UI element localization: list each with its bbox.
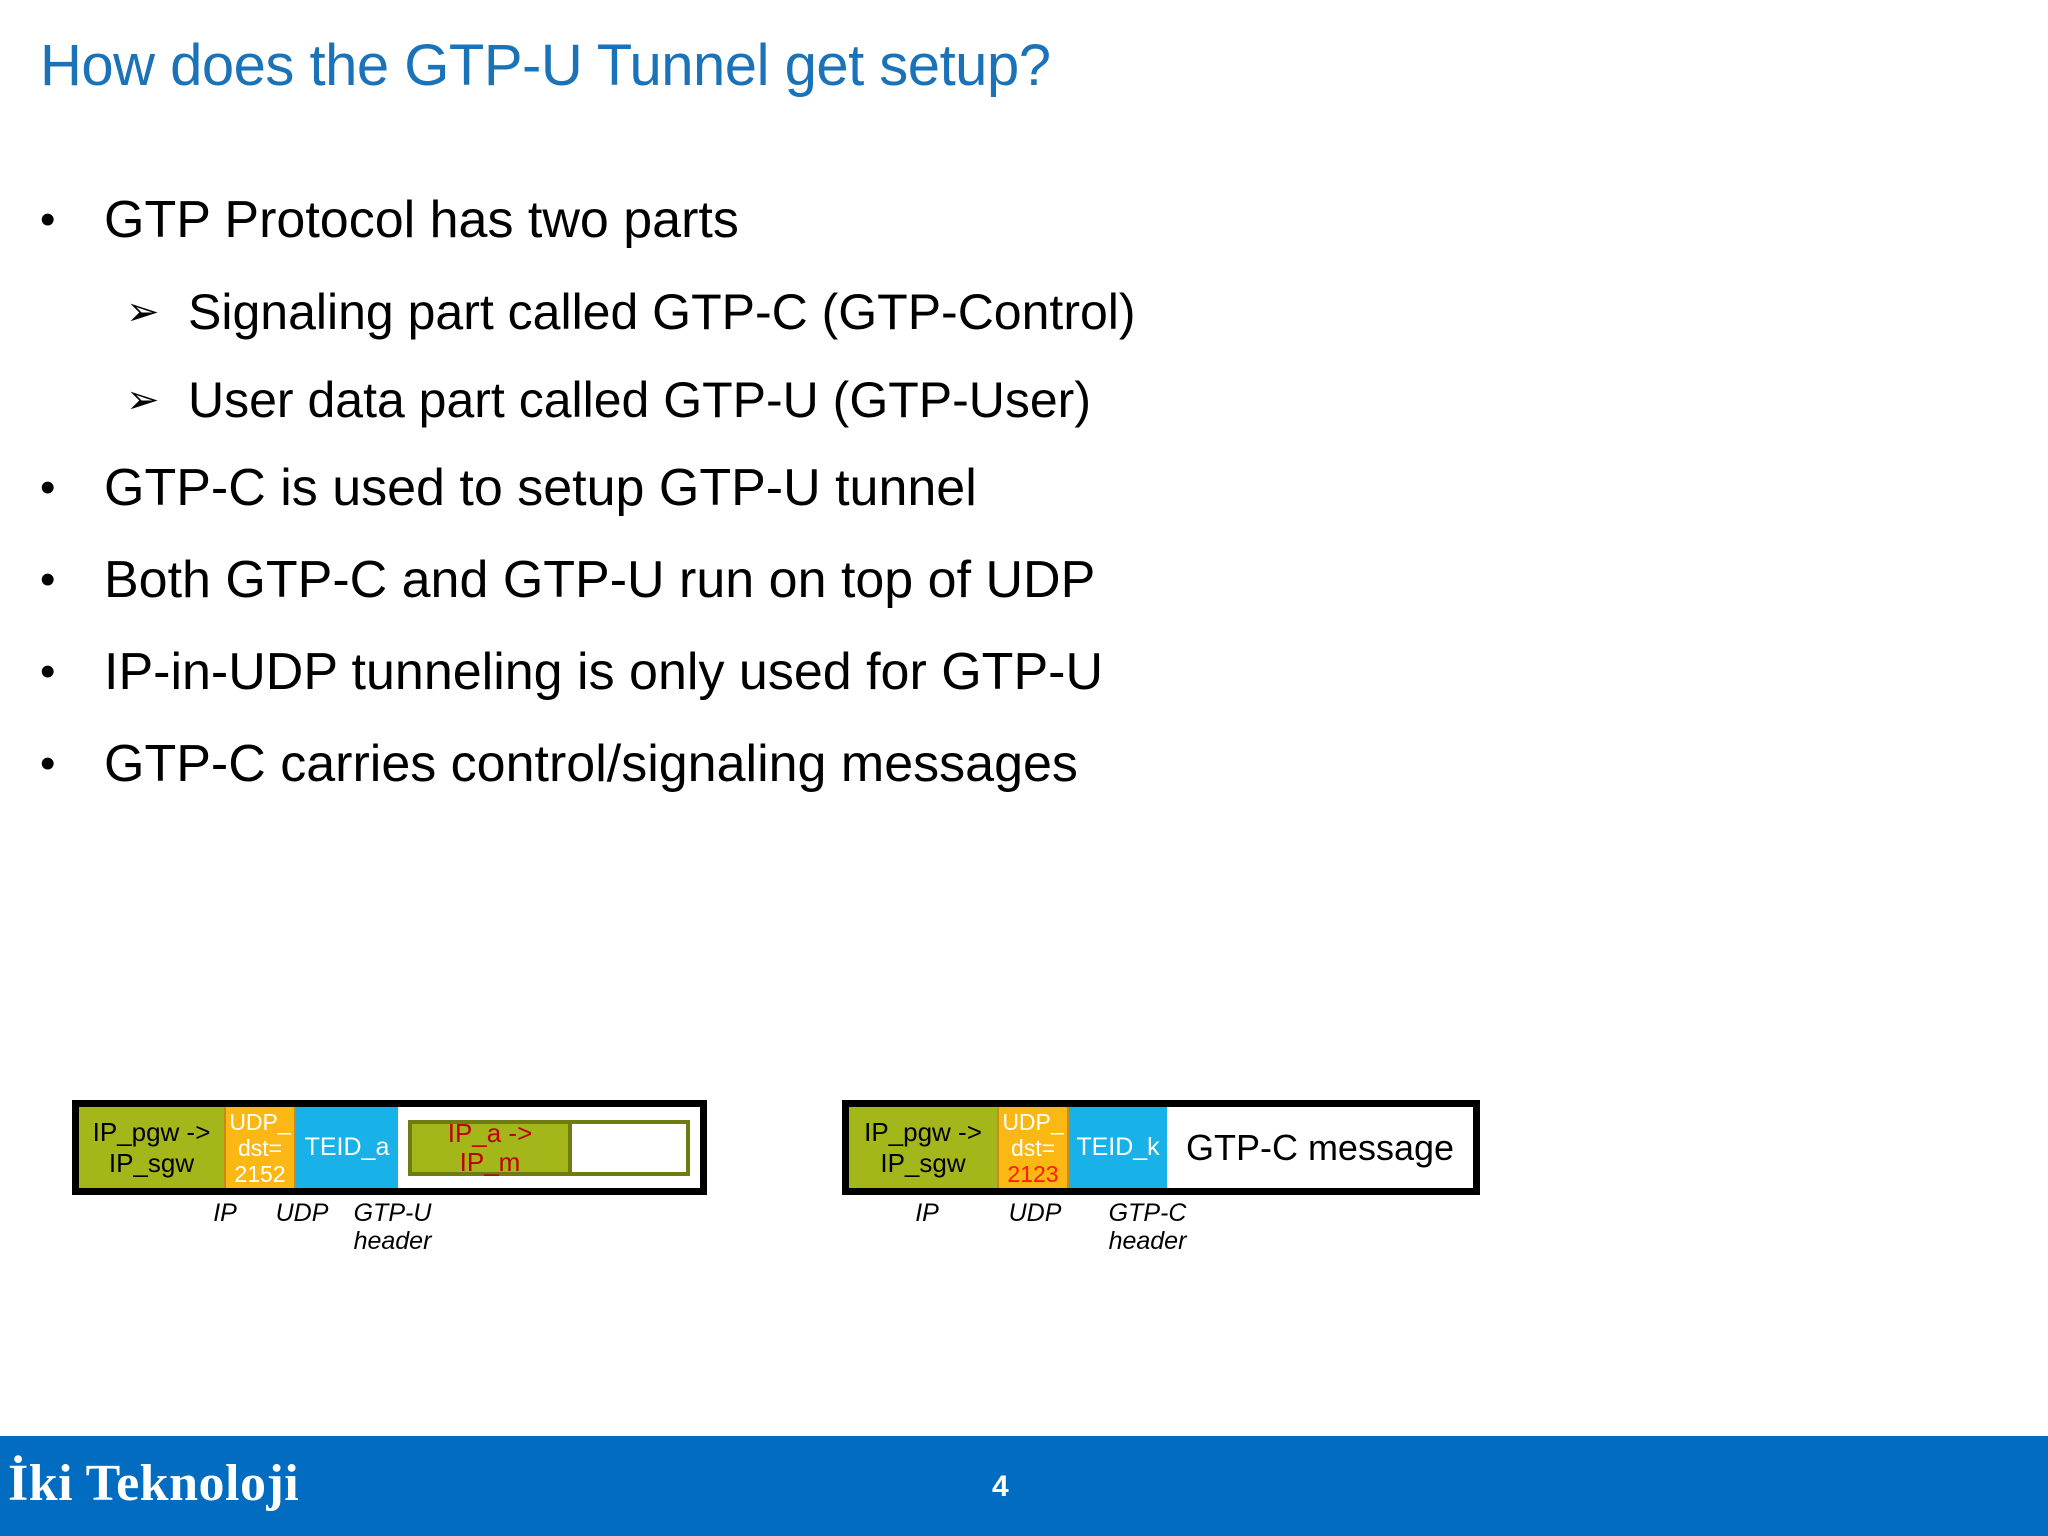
bullet-marker-icon: •	[40, 739, 56, 788]
gtpu-packet-frame: IP_pgw -> IP_sgw UDP_ dst= 2152 TEID_a I…	[72, 1100, 707, 1195]
list-item-text: GTP-C is used to setup GTP-U tunnel	[104, 459, 977, 517]
arrow-bullet-icon: ➢	[126, 378, 160, 422]
gtpc-ip-line2: IP_sgw	[880, 1147, 966, 1178]
gtpu-udp-line2: dst=	[237, 1134, 283, 1161]
list-item: • GTP-C carries control/signaling messag…	[40, 729, 1820, 799]
gtpc-header-caption-line2: header	[1108, 1227, 1187, 1255]
list-item-text: GTP Protocol has two parts	[104, 191, 739, 249]
gtpu-ip-caption: IP	[213, 1199, 237, 1227]
gtpc-payload-segment: GTP-C message	[1167, 1107, 1473, 1188]
list-item: ➢ User data part called GTP-U (GTP-User)	[40, 365, 1820, 435]
gtpu-teid-segment: TEID_a	[296, 1107, 398, 1188]
list-item: • GTP-C is used to setup GTP-U tunnel	[40, 453, 1820, 523]
gtpc-message-label: GTP-C message	[1185, 1127, 1455, 1168]
gtpu-inner-ip-line1: IP_a ->	[447, 1117, 533, 1148]
gtpu-inner-ip-line2: IP_m	[459, 1146, 521, 1177]
bullet-marker-icon: •	[40, 195, 56, 244]
gtpc-udp-line1: UDP_	[1002, 1108, 1064, 1135]
gtpu-inner-packet: IP_a -> IP_m	[408, 1118, 690, 1176]
bullet-marker-icon: •	[40, 647, 56, 696]
gtpu-header-caption: GTP-U header	[305, 1199, 480, 1255]
list-item-text: Both GTP-C and GTP-U run on top of UDP	[104, 551, 1096, 609]
gtpc-udp-caption: UDP	[1008, 1199, 1062, 1227]
gtpu-udp-line1: UDP_	[229, 1108, 291, 1135]
gtpu-ip-segment: IP_pgw -> IP_sgw	[79, 1107, 224, 1188]
gtpc-teid-segment: TEID_k	[1069, 1107, 1167, 1188]
gtpc-header-caption: GTP-C header	[1060, 1199, 1235, 1255]
gtpu-udp-segment: UDP_ dst= 2152	[224, 1107, 296, 1188]
list-item: • IP-in-UDP tunneling is only used for G…	[40, 637, 1820, 707]
gtpu-inner-packet-wrap: IP_a -> IP_m	[398, 1118, 700, 1176]
gtpc-teid-label: TEID_k	[1076, 1133, 1160, 1161]
gtpc-header-caption-line1: GTP-C	[1108, 1199, 1187, 1227]
bullet-marker-icon: •	[40, 463, 56, 512]
gtpu-ip-line2: IP_sgw	[108, 1147, 195, 1178]
list-item-text: GTP-C carries control/signaling messages	[104, 735, 1078, 793]
gtpc-ip-line1: IP_pgw ->	[864, 1116, 982, 1147]
list-item: ➢ Signaling part called GTP-C (GTP-Contr…	[40, 277, 1820, 347]
list-item: • GTP Protocol has two parts	[40, 185, 1820, 255]
gtpc-caption-row: IP UDP GTP-C header	[842, 1195, 1480, 1265]
list-item: • Both GTP-C and GTP-U run on top of UDP	[40, 545, 1820, 615]
page-number: 4	[992, 1470, 1009, 1503]
gtpu-inner-blank-segment	[572, 1123, 686, 1172]
gtpu-payload-segment: IP_a -> IP_m	[398, 1107, 700, 1188]
gtpu-header-caption-line2: header	[353, 1227, 432, 1255]
bullet-marker-icon: •	[40, 555, 56, 604]
list-item-text: Signaling part called GTP-C (GTP-Control…	[188, 284, 1136, 340]
arrow-bullet-icon: ➢	[126, 290, 160, 334]
gtpc-ip-caption: IP	[915, 1199, 939, 1227]
bullet-list: • GTP Protocol has two parts ➢ Signaling…	[40, 185, 1820, 821]
list-item-text: IP-in-UDP tunneling is only used for GTP…	[104, 643, 1103, 701]
footer-logo: İki Teknoloji	[8, 1455, 300, 1512]
gtpc-udp-line2: dst=	[1010, 1134, 1056, 1161]
gtpu-inner-ip-segment: IP_a -> IP_m	[412, 1118, 572, 1176]
gtpu-caption-row: IP UDP GTP-U header	[72, 1195, 707, 1265]
gtpu-packet-diagram: IP_pgw -> IP_sgw UDP_ dst= 2152 TEID_a I…	[72, 1100, 707, 1265]
gtpc-packet-frame: IP_pgw -> IP_sgw UDP_ dst= 2123 TEID_k G…	[842, 1100, 1480, 1195]
footer-band: İki Teknoloji 4	[0, 1436, 2048, 1536]
gtpc-udp-segment: UDP_ dst= 2123	[997, 1107, 1069, 1188]
gtpc-udp-port: 2123	[1007, 1160, 1059, 1187]
gtpc-packet-diagram: IP_pgw -> IP_sgw UDP_ dst= 2123 TEID_k G…	[842, 1100, 1480, 1265]
gtpc-ip-segment: IP_pgw -> IP_sgw	[849, 1107, 997, 1188]
list-item-text: User data part called GTP-U (GTP-User)	[188, 372, 1091, 428]
gtpu-header-caption-line1: GTP-U	[353, 1199, 432, 1227]
page-title: How does the GTP-U Tunnel get setup?	[40, 33, 1051, 98]
gtpu-ip-line1: IP_pgw ->	[92, 1116, 211, 1147]
gtpu-udp-caption: UDP	[275, 1199, 329, 1227]
gtpu-teid-label: TEID_a	[304, 1133, 390, 1161]
gtpu-udp-port: 2152	[234, 1160, 286, 1187]
